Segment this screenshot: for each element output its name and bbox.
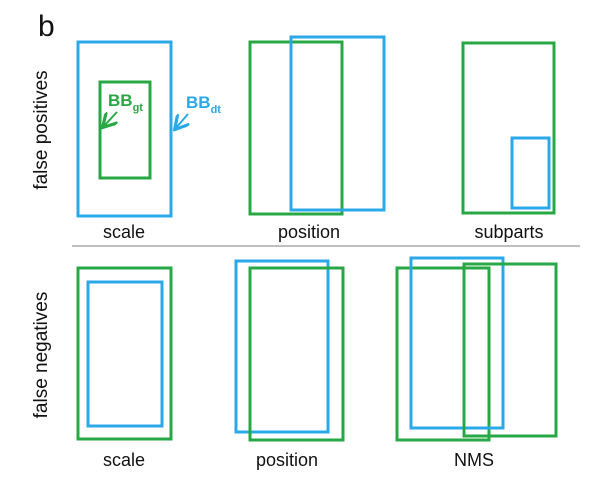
fn-position-ground-truth-box <box>248 266 345 442</box>
fp-position-label: position <box>278 222 340 242</box>
fn-nms-ground-truth-box-left <box>395 266 491 442</box>
fp-scale-detection-box <box>76 40 173 218</box>
fn-scale-example <box>76 266 173 441</box>
svg-text:BBdt: BBdt <box>186 93 221 116</box>
bb-dt-annotation: BBdt <box>176 93 221 128</box>
fp-position-example <box>248 35 386 216</box>
bb-dt-sub: dt <box>211 104 222 116</box>
fp-scale-example <box>76 40 173 218</box>
fp-scale-label: scale <box>103 222 145 242</box>
fp-subparts-detection-box <box>510 136 551 210</box>
bb-gt-sub: gt <box>133 102 144 114</box>
svg-text:BBgt: BBgt <box>108 91 143 114</box>
fn-nms-label: NMS <box>454 450 494 470</box>
fn-nms-example <box>395 256 558 442</box>
fn-nms-detection-box <box>409 256 505 430</box>
fn-nms-ground-truth-box-right <box>462 262 558 438</box>
fn-scale-label: scale <box>103 450 145 470</box>
fp-subparts-example <box>461 41 556 215</box>
row-label-false-positives: false positives <box>31 70 52 189</box>
fp-position-ground-truth-box <box>248 40 344 216</box>
fp-position-detection-box <box>289 35 386 212</box>
bb-gt-arrow <box>104 111 117 126</box>
fn-position-label: position <box>256 450 318 470</box>
fn-position-example <box>234 259 345 442</box>
fn-scale-ground-truth-box <box>76 266 173 441</box>
bb-dt-arrow <box>176 113 188 128</box>
row-label-false-negatives: false negatives <box>31 292 52 419</box>
fp-scale-ground-truth-box <box>98 80 152 180</box>
bb-gt-annotation: BBgt <box>104 91 143 126</box>
fn-position-detection-box <box>234 259 330 434</box>
fp-subparts-label: subparts <box>474 222 543 242</box>
fp-subparts-ground-truth-box <box>461 41 556 215</box>
fn-scale-detection-box <box>86 280 164 428</box>
bb-gt-main: BB <box>108 91 133 110</box>
bb-dt-main: BB <box>186 93 211 112</box>
panel-letter: b <box>38 10 55 43</box>
